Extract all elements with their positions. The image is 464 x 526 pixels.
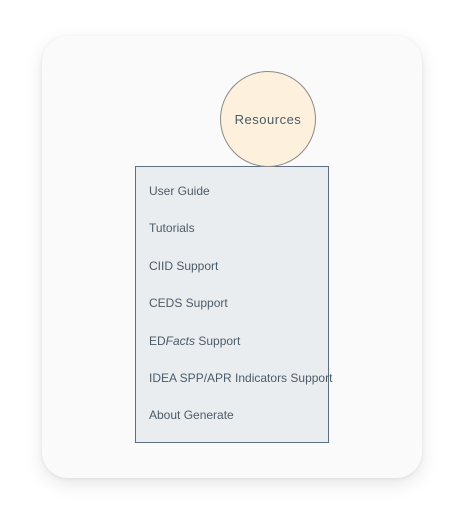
- menu-item-tutorials[interactable]: Tutorials: [149, 221, 332, 258]
- resources-button[interactable]: Resources: [220, 71, 316, 167]
- menu-item-ciid-support[interactable]: CIID Support: [149, 259, 332, 296]
- menu-item-label-prefix: ED: [149, 333, 166, 348]
- menu-item-ceds-support[interactable]: CEDS Support: [149, 296, 332, 333]
- menu-item-label: About Generate: [149, 408, 234, 423]
- menu-item-label-italic: Facts: [165, 333, 196, 348]
- menu-item-label: Tutorials: [149, 221, 195, 236]
- menu-item-label: CIID Support: [149, 258, 219, 273]
- menu-item-about-generate[interactable]: About Generate: [149, 408, 332, 445]
- menu-item-edfacts-support[interactable]: EDFacts Support: [149, 334, 332, 371]
- menu-item-label-suffix: Support: [195, 333, 241, 348]
- menu-item-label: User Guide: [149, 184, 210, 198]
- menu-item-idea-spp-apr-indicators-support[interactable]: IDEA SPP/APR Indicators Support: [149, 371, 332, 408]
- menu-item-user-guide[interactable]: User Guide: [149, 184, 332, 221]
- menu-item-label: IDEA SPP/APR Indicators Support: [149, 370, 333, 385]
- resources-label: Resources: [234, 111, 302, 127]
- resources-menu-list: User Guide Tutorials CIID Support CEDS S…: [149, 184, 332, 446]
- menu-item-label: CEDS Support: [149, 296, 228, 311]
- resources-menu: User Guide Tutorials CIID Support CEDS S…: [135, 166, 332, 446]
